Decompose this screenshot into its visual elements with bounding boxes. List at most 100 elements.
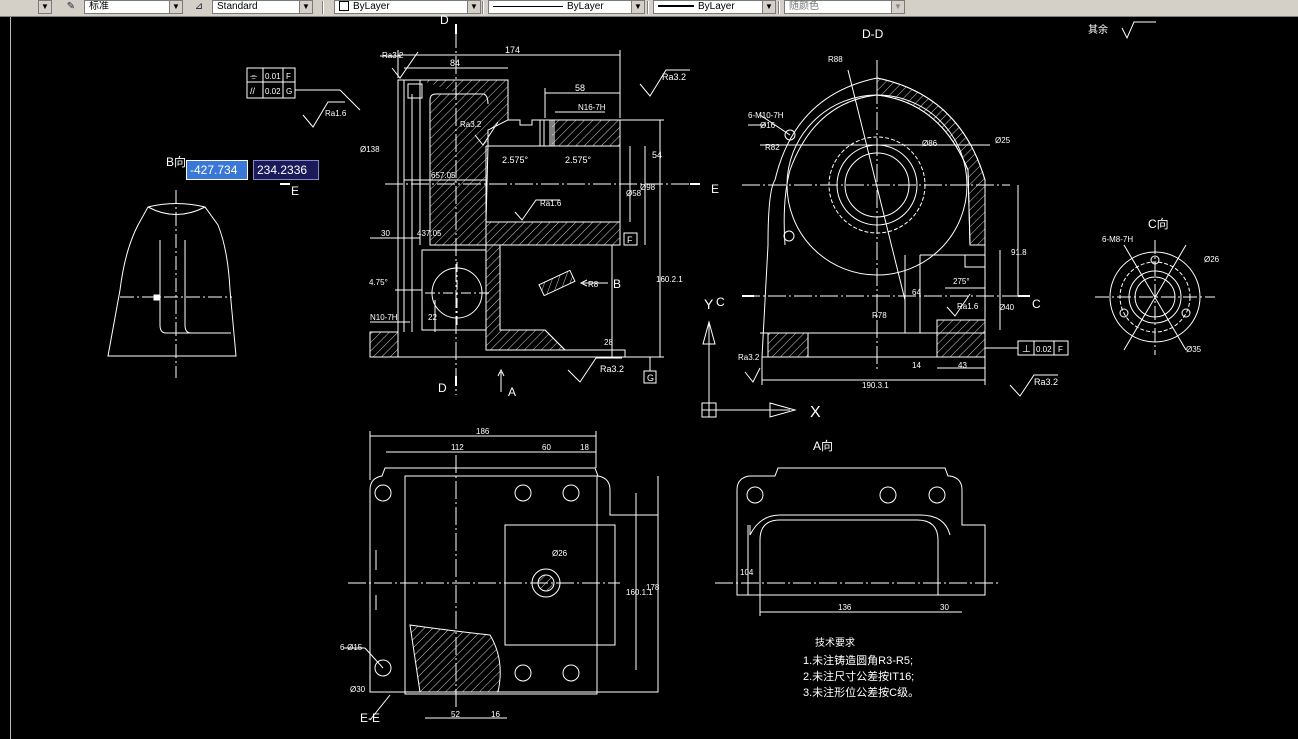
- linetype-select[interactable]: ByLayer: [488, 0, 632, 14]
- dim-d26-ee: Ø26: [552, 549, 568, 558]
- viewport-border: [10, 17, 11, 739]
- ra-4: Ra3.2: [460, 120, 482, 129]
- ucs-x-label: X: [810, 404, 821, 421]
- dim-84: 84: [450, 58, 460, 68]
- ra-1: Ra3.2: [382, 51, 404, 60]
- notes-title: 技术要求: [815, 636, 855, 649]
- ra-9: Ra3.2: [1034, 377, 1058, 387]
- dim-91-8: 91.8: [1011, 248, 1027, 257]
- dim-28: 28: [604, 338, 613, 347]
- dim-angle-2: 2.575°: [565, 155, 592, 165]
- c-view: [1095, 240, 1215, 355]
- label-d-bottom: D: [438, 381, 447, 395]
- label-c-view: C向: [1148, 216, 1169, 231]
- dim-16: 16: [491, 710, 500, 719]
- color-select[interactable]: ByLayer: [334, 0, 468, 14]
- toolbar-separator: [322, 1, 324, 14]
- drawing-canvas[interactable]: [0, 17, 1298, 739]
- dim-104: 104: [740, 568, 754, 577]
- plot-style-arrow[interactable]: ▼: [891, 0, 905, 14]
- dim-160-2: 160.2.1: [656, 275, 683, 284]
- dim-d86: Ø86: [922, 139, 938, 148]
- ra-5: Ra1.6: [540, 199, 562, 208]
- color-swatch-icon: [339, 1, 349, 12]
- tol-3-datum: F: [1058, 345, 1063, 354]
- dim-style-arrow[interactable]: ▼: [299, 0, 313, 14]
- text-style-icon[interactable]: ✎: [66, 1, 76, 12]
- dim-186: 186: [476, 427, 490, 436]
- dim-d30: Ø30: [350, 685, 366, 694]
- ucs-y-label: Y: [704, 296, 714, 312]
- a-view: [715, 467, 1000, 616]
- text-style-select[interactable]: 标准: [84, 0, 170, 14]
- toolbar-separator: [482, 1, 484, 14]
- ra-3: Ra1.6: [325, 109, 347, 118]
- label-c-left: C: [716, 295, 725, 309]
- dim-30: 30: [381, 229, 390, 238]
- lineweight-label: ByLayer: [698, 1, 735, 12]
- dd-section-view: [742, 21, 1156, 397]
- tol-2-value: 0.02: [265, 87, 281, 96]
- tol-3-symbol: ⊥: [1022, 344, 1031, 355]
- properties-toolbar: ▼ ✎ 标准 ▼ ⊿ Standard ▼ ByLayer ▼ ByLayer …: [0, 0, 1298, 17]
- plot-style-select[interactable]: 随颜色: [784, 0, 892, 14]
- coord-x-input[interactable]: -427.734: [186, 160, 248, 180]
- label-d-top: D: [440, 13, 449, 27]
- label-a-view: A向: [813, 438, 833, 453]
- dim-r78: R78: [872, 311, 887, 320]
- dim-n16: N16-7H: [578, 103, 606, 112]
- dim-22: 22: [428, 313, 437, 322]
- dim-4-75: 4.75°: [369, 278, 388, 287]
- label-b-view: B向: [166, 154, 186, 169]
- dim-d35: Ø35: [1186, 345, 1202, 354]
- linetype-preview: [493, 5, 563, 7]
- dim-d98: Ø98: [640, 183, 656, 192]
- dim-54: 54: [652, 150, 662, 160]
- label-b-arrow: B: [613, 277, 621, 291]
- dim-6-d15: 6-Ø15: [340, 643, 363, 652]
- label-c-right: C: [1032, 297, 1041, 311]
- dim-style-icon[interactable]: ⊿: [194, 1, 204, 12]
- b-view: [107, 190, 237, 378]
- dim-d138: Ø138: [360, 145, 380, 154]
- dim-r82: R82: [765, 143, 780, 152]
- lineweight-arrow[interactable]: ▼: [762, 0, 776, 14]
- rest-note: 其余: [1088, 23, 1108, 36]
- dim-d25: Ø25: [995, 136, 1011, 145]
- toolbar-separator: [647, 1, 649, 14]
- text-style-arrow[interactable]: ▼: [169, 0, 183, 14]
- dim-30-a: 30: [940, 603, 949, 612]
- tol-1-symbol: ⌯: [250, 71, 258, 81]
- dim-112: 112: [451, 443, 464, 452]
- ra-8: Ra1.6: [957, 302, 979, 311]
- dim-r8: R8: [588, 280, 599, 289]
- dim-52: 52: [451, 710, 460, 719]
- dim-190: 190.3.1: [862, 381, 889, 390]
- dim-6-m8: 6-M8-7H: [1102, 235, 1133, 244]
- dim-d40: Ø40: [999, 303, 1015, 312]
- dim-d16: Ø16: [760, 121, 776, 130]
- coord-y-input[interactable]: 234.2336: [253, 160, 319, 180]
- ucs-icon: [701, 320, 797, 418]
- dim-60: 60: [542, 443, 551, 452]
- color-arrow[interactable]: ▼: [467, 0, 481, 14]
- dim-6-m10: 6-M10-7H: [748, 111, 784, 120]
- ee-section-view: [344, 431, 659, 721]
- label-e-right: E: [711, 182, 719, 196]
- label-e-left: E: [291, 184, 299, 198]
- prev-dropdown-arrow[interactable]: ▼: [38, 0, 52, 14]
- ra-7: Ra3.2: [738, 353, 760, 362]
- dim-657: 657.05: [431, 171, 456, 180]
- dim-136: 136: [838, 603, 852, 612]
- dim-n10: N10-7H: [370, 313, 398, 322]
- tol-2-symbol: //: [250, 86, 256, 96]
- dim-angle-1: 2.575°: [502, 155, 529, 165]
- linetype-arrow[interactable]: ▼: [631, 0, 645, 14]
- toolbar-separator: [778, 1, 780, 14]
- dim-58: 58: [575, 83, 585, 93]
- front-section-view: [246, 24, 700, 395]
- lineweight-preview: [658, 5, 694, 8]
- dim-14: 14: [912, 361, 921, 370]
- lineweight-select[interactable]: ByLayer: [653, 0, 763, 14]
- label-dd-section: D-D: [862, 27, 884, 41]
